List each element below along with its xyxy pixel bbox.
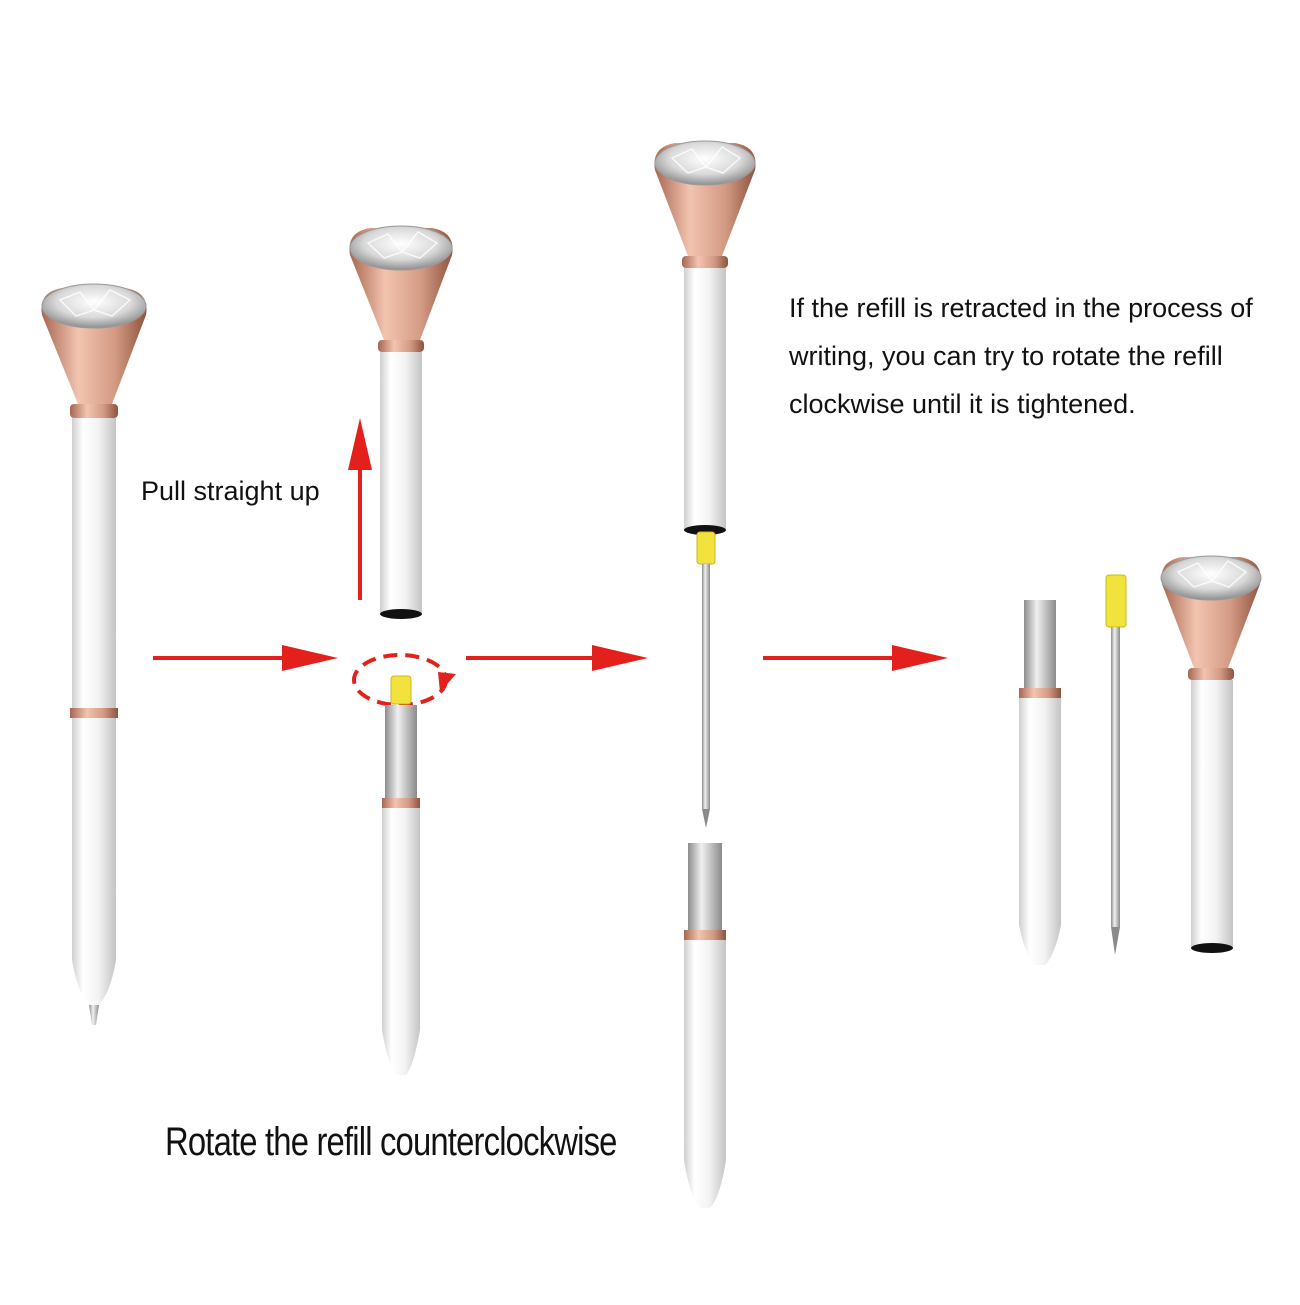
upper-barrel	[72, 418, 116, 708]
refill-mechanism	[385, 705, 417, 799]
pen-lower-half	[382, 675, 420, 1075]
pen-assembled	[41, 283, 147, 1025]
lower-barrel	[72, 718, 116, 1005]
diamond-head	[41, 283, 147, 418]
pull-straight-up-label: Pull straight up	[141, 476, 320, 506]
part-refill	[1105, 574, 1127, 955]
pen-exploded-top	[654, 140, 756, 535]
refill	[696, 531, 716, 828]
pen-exploded-bottom	[684, 843, 726, 1208]
retract-note-text: If the refill is retracted in the proces…	[789, 293, 1253, 419]
right-arrow-icon	[466, 645, 648, 671]
pen-tip	[89, 1005, 99, 1025]
part-cap	[1160, 555, 1262, 953]
pen-cap-pulled	[349, 225, 453, 619]
right-arrow-icon	[153, 645, 338, 671]
right-arrow-icon	[763, 645, 948, 671]
middle-ring	[70, 708, 118, 718]
part-lower-barrel	[1019, 600, 1061, 965]
rotate-counterclockwise-label: Rotate the refill counterclockwise	[165, 1120, 617, 1164]
up-arrow-icon	[348, 418, 372, 600]
refill-cap	[390, 675, 412, 705]
